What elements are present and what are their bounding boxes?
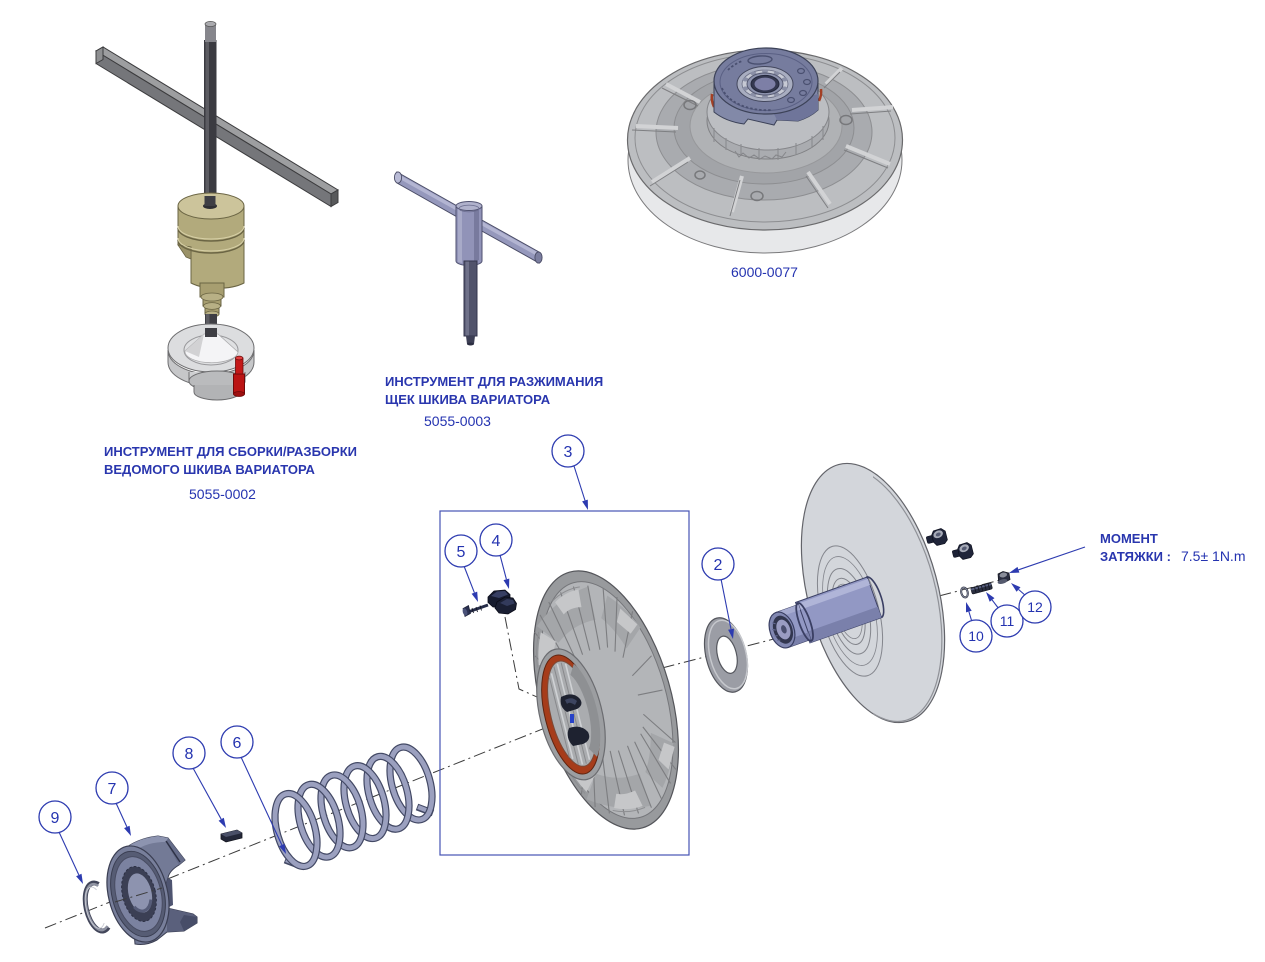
svg-text:10: 10 bbox=[968, 628, 984, 644]
svg-text:6000-0077: 6000-0077 bbox=[731, 264, 798, 280]
svg-text:7: 7 bbox=[108, 781, 117, 798]
svg-text:ВЕДОМОГО ШКИВА ВАРИАТОРА: ВЕДОМОГО ШКИВА ВАРИАТОРА bbox=[104, 462, 316, 477]
svg-text:12: 12 bbox=[1027, 599, 1043, 615]
svg-text:5055-0002: 5055-0002 bbox=[189, 486, 256, 502]
svg-text:ЗАТЯЖКИ :: ЗАТЯЖКИ : bbox=[1100, 549, 1171, 564]
svg-text:8: 8 bbox=[185, 746, 194, 763]
svg-text:2: 2 bbox=[714, 557, 723, 574]
svg-text:11: 11 bbox=[1000, 613, 1015, 629]
svg-text:5: 5 bbox=[457, 544, 466, 561]
svg-text:7.5± 1N.m: 7.5± 1N.m bbox=[1181, 548, 1245, 564]
svg-text:9: 9 bbox=[51, 810, 60, 827]
svg-text:МОМЕНТ: МОМЕНТ bbox=[1100, 531, 1158, 546]
svg-text:4: 4 bbox=[492, 533, 501, 550]
svg-text:6: 6 bbox=[233, 735, 242, 752]
svg-text:3: 3 bbox=[564, 444, 573, 461]
svg-text:ИНСТРУМЕНТ ДЛЯ РАЗЖИМАНИЯ: ИНСТРУМЕНТ ДЛЯ РАЗЖИМАНИЯ bbox=[385, 374, 603, 389]
svg-text:ЩЕК ШКИВА ВАРИАТОРА: ЩЕК ШКИВА ВАРИАТОРА bbox=[385, 392, 551, 407]
svg-text:ИНСТРУМЕНТ ДЛЯ СБОРКИ/РАЗБОРКИ: ИНСТРУМЕНТ ДЛЯ СБОРКИ/РАЗБОРКИ bbox=[104, 444, 357, 459]
svg-text:5055-0003: 5055-0003 bbox=[424, 413, 491, 429]
